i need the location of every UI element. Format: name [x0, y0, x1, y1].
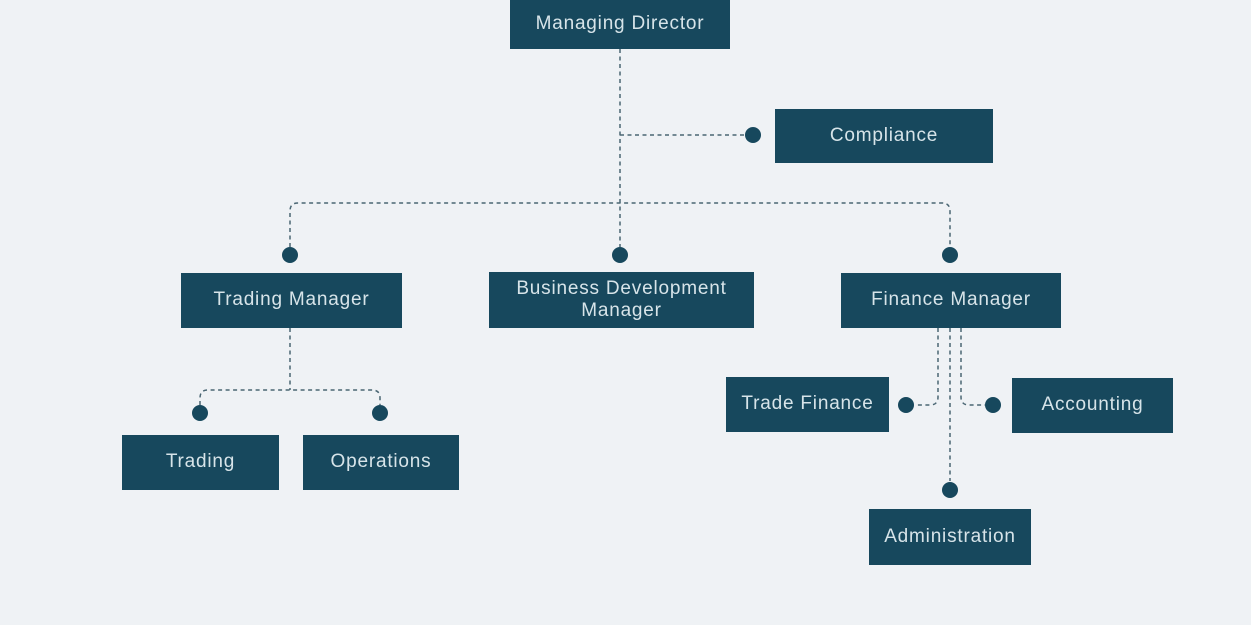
node-accounting-label: Accounting	[1041, 394, 1144, 416]
node-trading-manager[interactable]: Trading Manager	[181, 273, 402, 328]
junction-dot-accounting	[985, 397, 1001, 413]
node-trade-finance-label: Trade Finance	[741, 393, 874, 415]
junction-dot-bdm	[612, 247, 628, 263]
junction-dot-trading	[192, 405, 208, 421]
junction-dot-operations	[372, 405, 388, 421]
connector-main-bus	[289, 202, 951, 247]
node-business-development-manager[interactable]: Business Development Manager	[489, 272, 754, 328]
node-trading-label: Trading	[165, 451, 236, 473]
node-finance-manager-label: Finance Manager	[871, 289, 1031, 311]
node-administration[interactable]: Administration	[869, 509, 1031, 565]
node-trading[interactable]: Trading	[122, 435, 279, 490]
node-accounting[interactable]: Accounting	[1012, 378, 1173, 433]
node-trading-manager-label: Trading Manager	[213, 289, 370, 311]
node-operations-label: Operations	[330, 451, 432, 473]
connector-fm-to-accounting	[960, 328, 985, 406]
node-operations[interactable]: Operations	[303, 435, 459, 490]
junction-dot-trade-finance	[898, 397, 914, 413]
node-compliance[interactable]: Compliance	[775, 109, 993, 163]
node-managing-director-label: Managing Director	[535, 13, 705, 35]
connector-tm-bus	[199, 389, 381, 405]
junction-dot-compliance	[745, 127, 761, 143]
junction-dot-finance-manager	[942, 247, 958, 263]
node-compliance-label: Compliance	[829, 124, 939, 146]
node-administration-label: Administration	[884, 525, 1016, 547]
node-finance-manager[interactable]: Finance Manager	[841, 273, 1061, 328]
junction-dot-trading-manager	[282, 247, 298, 263]
junction-dot-administration	[942, 482, 958, 498]
node-trade-finance[interactable]: Trade Finance	[726, 377, 889, 432]
connector-fm-to-trade-finance	[915, 328, 939, 406]
node-managing-director[interactable]: Managing Director	[510, 0, 730, 49]
node-business-development-manager-label: Business Development Manager	[516, 277, 727, 321]
